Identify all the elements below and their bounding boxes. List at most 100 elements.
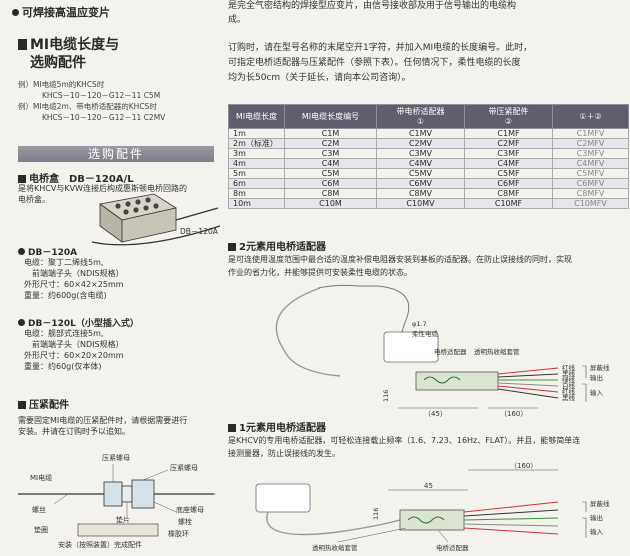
square-bullet-icon (228, 243, 236, 251)
pressure-nut (103, 481, 123, 507)
label-tube: 透明热收缩套管 (474, 347, 520, 356)
label-screw: 螺丝 (32, 505, 46, 514)
table-cell: C2MFV (552, 138, 629, 149)
db120l-spec-2: 前端端子头（NDIS规格） (24, 340, 124, 349)
mount-base (77, 523, 159, 537)
wire-label-group: 红线 黑线 绿线 白线 红线 黑线 (562, 363, 576, 402)
label-output: 输出 (590, 513, 603, 522)
table-cell: C6M (284, 178, 377, 189)
table-cell: C4MFV (552, 158, 629, 169)
table-cell: C8MFV (552, 188, 629, 199)
table-cell: C1MV (376, 128, 465, 139)
box-cable (175, 207, 219, 221)
two-elem-desc-1: 是可连使用温度范围中最合适的温度补偿电阻器安装到基板的适配器。在防止误接线的同时… (228, 255, 572, 264)
clamp-diagram: 压紧螺母 压紧螺母 MI电缆 螺丝 垫片 底座螺母 螺栓 垫圈 橡胶环 安装（按… (18, 453, 218, 549)
label-gasket: 垫片 (116, 515, 130, 524)
label-shield: 屏蔽线 (590, 363, 610, 372)
label-bolt: 螺栓 (178, 517, 192, 526)
adapter-traces (423, 376, 461, 384)
intro-line-2: 成。 (228, 15, 247, 25)
table-cell: C5MFV (552, 168, 629, 179)
bullet-icon (18, 248, 25, 255)
label-clamp-nut: 压紧螺母 (170, 463, 198, 472)
table-cell: 5m (228, 168, 285, 179)
table-cell: 10m (228, 198, 285, 209)
table-cell: C3M (284, 148, 377, 159)
dim-45: 45 (424, 482, 433, 490)
dim-45: （45） (424, 410, 447, 418)
example-2: 例）MI电缆2m、带电桥适配器的KHCS时 (18, 102, 157, 111)
leader-line (437, 529, 449, 543)
options-band: 选购配件 (18, 146, 214, 162)
terminal-posts (115, 197, 159, 215)
wire-label: 白线 (562, 381, 576, 390)
two-elem-desc-2: 作业的省力化，并能够提供可安装柔性电缆的状态。 (228, 268, 412, 277)
bullet-icon (18, 319, 25, 326)
flex-cable-loop (275, 287, 341, 377)
top-heading: 可焊接高温应变片 (12, 4, 110, 20)
table-cell: C2M (284, 138, 377, 149)
label-tube: 透明热收缩套管 (312, 543, 358, 552)
table-cell: C10M (284, 198, 377, 209)
mi-heading-2: 选购配件 (30, 55, 86, 71)
label-pressure-nut: 压紧螺母 (102, 453, 130, 462)
bridge-box-desc-2: 电桥盒。 (18, 195, 50, 204)
mi-cable-line (317, 284, 378, 289)
one-elem-diagram: （160） 45 屏蔽线 输出 输入 116 透明热收缩套管 电桥适配器 (255, 462, 610, 552)
square-bullet-icon (18, 39, 27, 50)
label-diameter: φ1.7 (412, 320, 427, 328)
label-washer: 垫圈 (34, 525, 48, 534)
table-cell: C1MF (464, 128, 553, 139)
label-bottom: 安装（按照装置）完成配件 (58, 540, 142, 549)
label-rubber: 橡胶环 (168, 529, 189, 538)
table-cell: C1MFV (552, 128, 629, 139)
adapter-traces (407, 516, 445, 524)
label-shield: 屏蔽线 (590, 499, 610, 508)
table-cell: C8MF (464, 188, 553, 199)
strain-gauge-body (255, 483, 311, 513)
order-line-2: 可指定电桥适配器与压紧配件（参照下表）。任何情况下，柔性电缆的长度 (228, 58, 521, 68)
square-bullet-icon (18, 401, 26, 409)
dim-160: （160） (510, 462, 537, 470)
db120l-spec-1: 电缆：舰部式连接5m, (24, 329, 104, 338)
square-bullet-icon (18, 175, 26, 183)
bullet-icon (12, 9, 19, 16)
db120l-title: DB－120L（小型插入式） (18, 316, 139, 329)
table-cell: 6m (228, 178, 285, 189)
clamp-desc-1: 需要固定MI电缆的压紧配件时，请根据需要进行 (18, 416, 188, 425)
wire-label: 绿线 (562, 375, 576, 384)
table-cell: C1M (284, 128, 377, 139)
table-cell: C5MF (464, 168, 553, 179)
table-header: MI电缆长度 (228, 104, 285, 129)
label-flex-cable: 柔性电缆 (412, 329, 439, 338)
bridge-box-image-label: DB－120A (180, 227, 218, 236)
example-1: 例）MI电缆5m的KHCS时 (18, 80, 105, 89)
bridge-box-image (91, 193, 221, 246)
db120l-spec-4: 重量：约60g(仅本体) (24, 362, 102, 371)
db120a-spec-1: 电缆：聚丁二烯线5m, (24, 258, 104, 267)
db120a-spec-4: 重量：约600g(含电缆) (24, 291, 107, 300)
wire-label: 黑线 (562, 369, 576, 378)
table-cell: C3MF (464, 148, 553, 159)
table-cell: C2MF (464, 138, 553, 149)
db120a-spec-2: 前端端子头（NDIS规格） (24, 269, 124, 278)
bracket-lines (582, 365, 587, 402)
output-wires (497, 367, 559, 399)
clamp-desc-2: 安装。并请在订购时予以追知。 (18, 427, 130, 436)
two-elem-heading: 2元素用电桥适配器 (228, 238, 326, 253)
table-cell: C2MV (376, 138, 465, 149)
intro-line-1: 是完全气密结构的焊接型应变片，由信号接收部及用于信号输出的电缆构 (228, 1, 517, 11)
bracket-lines (582, 501, 587, 538)
table-cell: C3MFV (552, 148, 629, 159)
table-cell: C5M (284, 168, 377, 179)
table-cell: C10MF (464, 198, 553, 209)
